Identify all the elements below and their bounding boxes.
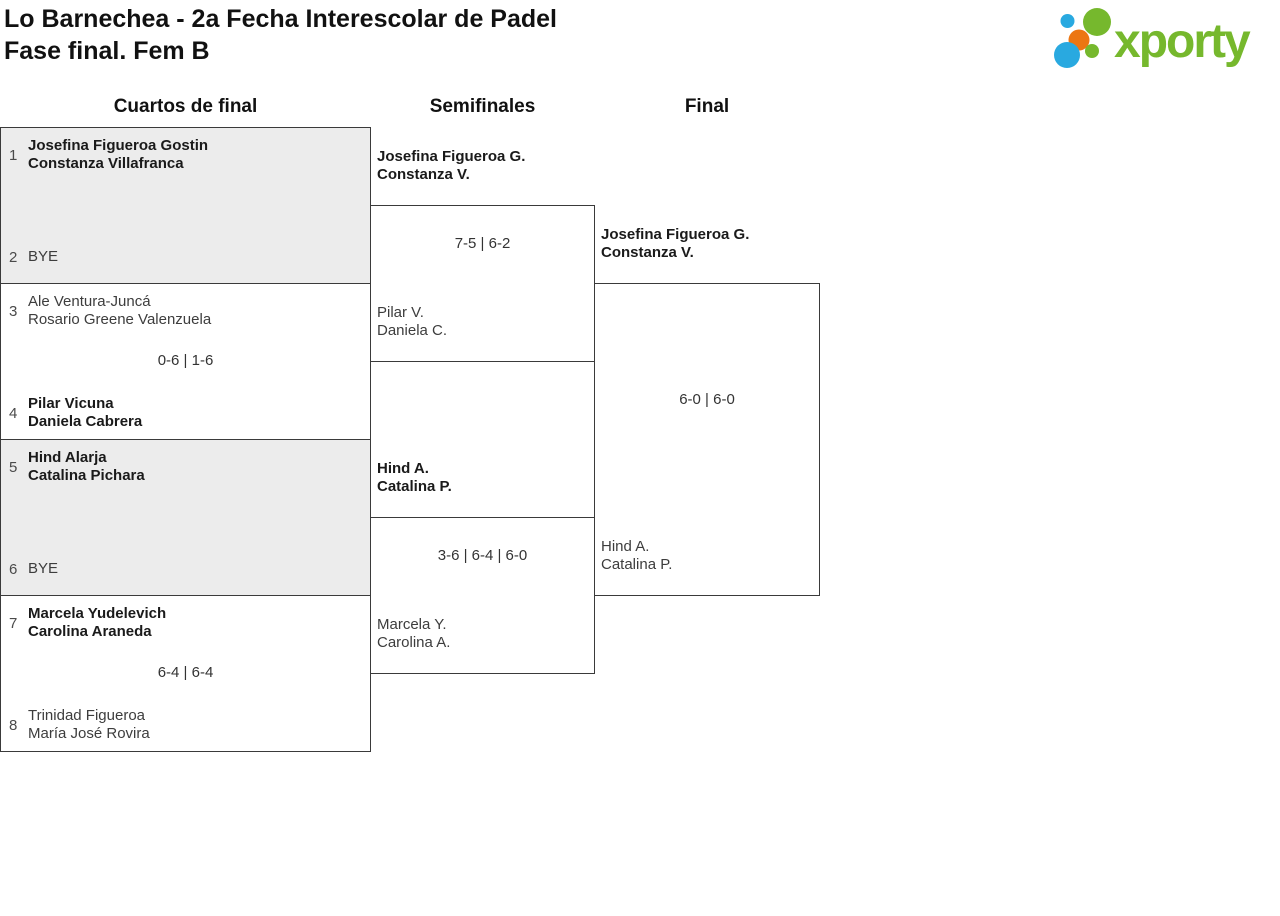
participant-name-line: Rosario Greene Valenzuela <box>28 311 212 328</box>
seed-number: 2 <box>9 248 18 266</box>
participant-name-line: Pilar Vicuna <box>28 395 114 412</box>
logo-dots-icon <box>1054 8 1111 68</box>
participant-name-line: Catalina P. <box>601 556 673 573</box>
participant-name-line: BYE <box>28 248 59 265</box>
participant-label-top: Josefina Figueroa G.Constanza V. <box>601 226 813 262</box>
logo-wordmark: xporty <box>1114 15 1251 68</box>
match-score: 3-6 | 6-4 | 6-0 <box>437 547 528 564</box>
round-header-cuartos: Cuartos de final <box>113 96 258 117</box>
participant-name-line: María José Rovira <box>28 725 150 742</box>
participant-label-top: Josefina Figueroa G.Constanza V. <box>377 148 588 184</box>
logo-dot-blue-large <box>1054 42 1080 68</box>
participant-name-line: Constanza V. <box>601 244 694 261</box>
participant-label-bottom: Hind A.Catalina P. <box>601 538 813 574</box>
page-subtitle: Fase final. Fem B <box>4 37 210 65</box>
seed-number: 3 <box>9 302 18 320</box>
round-header-semifinales: Semifinales <box>429 96 536 117</box>
logo-dot-green-small <box>1085 44 1099 58</box>
participant-name-line: BYE <box>28 560 59 577</box>
participant-name-line: Daniela C. <box>377 322 448 339</box>
logo-dot-green-large <box>1083 8 1111 36</box>
participant-name-line: Carolina A. <box>377 634 451 651</box>
match-score: 0-6 | 1-6 <box>157 352 214 369</box>
seed-number: 4 <box>9 404 18 422</box>
match-box-r1-m0 <box>370 205 595 362</box>
participant-name-line: Daniela Cabrera <box>28 413 143 430</box>
participant-name-line: Hind A. <box>601 538 650 555</box>
seed-number: 7 <box>9 614 18 632</box>
page-title-block: Lo Barnechea - 2a Fecha Interescolar de … <box>4 3 557 67</box>
match-score: 6-0 | 6-0 <box>679 391 735 408</box>
participant-row-bottom: 2 BYE <box>0 248 371 266</box>
seed-number: 6 <box>9 560 18 578</box>
participant-name-line: Marcela Yudelevich <box>28 605 167 622</box>
participant-name-line: Constanza V. <box>377 166 470 183</box>
participant-name-line: Josefina Figueroa G. <box>601 226 750 243</box>
participant-name-line: Josefina Figueroa G. <box>377 148 526 165</box>
participant-name-line: Pilar V. <box>377 304 424 321</box>
match-score: 6-4 | 6-4 <box>157 664 214 681</box>
participant-name-line: Hind Alarja <box>28 449 107 466</box>
participant-label-top: Hind A.Catalina P. <box>377 460 588 496</box>
match-score: 7-5 | 6-2 <box>454 235 511 252</box>
match-box-r2-m0 <box>594 283 820 596</box>
participant-name-line: Constanza Villafranca <box>28 155 184 172</box>
match-box-r0-m3 <box>0 595 371 752</box>
seed-number: 8 <box>9 716 18 734</box>
match-box-r0-m1 <box>0 283 371 440</box>
participant-name-line: Josefina Figueroa Gostin <box>28 137 209 154</box>
participant-name-line: Catalina Pichara <box>28 467 145 484</box>
round-header-final: Final <box>684 96 730 117</box>
seed-number: 1 <box>9 146 18 164</box>
participant-label-bottom: Pilar V.Daniela C. <box>377 304 588 340</box>
participant-name-line: Carolina Araneda <box>28 623 152 640</box>
participant-names: BYE <box>28 560 371 578</box>
participant-name-line: Ale Ventura-Juncá <box>28 293 151 310</box>
participant-name-line: Catalina P. <box>377 478 452 495</box>
participant-row-bottom: 6 BYE <box>0 560 371 578</box>
participant-name-line: Hind A. <box>377 460 429 477</box>
page-title: Lo Barnechea - 2a Fecha Interescolar de … <box>4 5 558 33</box>
participant-names: BYE <box>28 248 371 266</box>
logo-dot-blue-small <box>1060 14 1075 28</box>
seed-number: 5 <box>9 458 18 476</box>
participant-name-line: Trinidad Figueroa <box>28 707 146 724</box>
match-box-r1-m1 <box>370 517 595 674</box>
participant-name-line: Marcela Y. <box>377 616 447 633</box>
xporty-logo[interactable]: xporty <box>1048 2 1280 72</box>
participant-label-bottom: Marcela Y.Carolina A. <box>377 616 588 652</box>
